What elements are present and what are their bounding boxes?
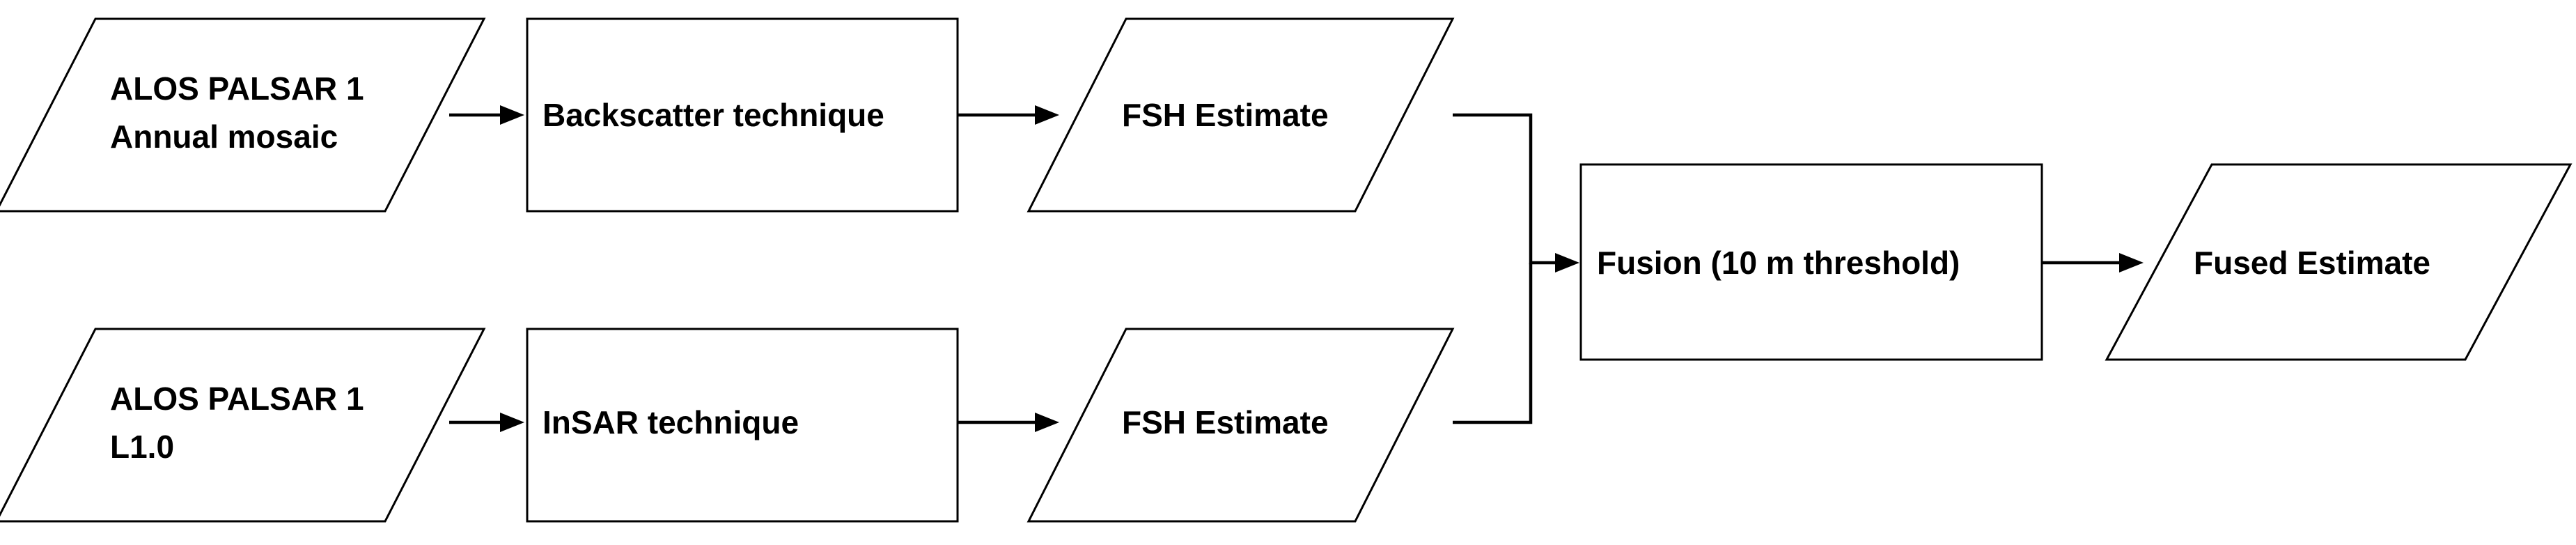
- edge-fsh-top-to-fusion: [1453, 113, 1556, 265]
- edge-fsh-bottom-to-fusion: [1453, 263, 1533, 424]
- node-fused-estimate: Fused Estimate: [2105, 163, 2573, 361]
- node-label-line: FSH Estimate: [1122, 97, 1329, 133]
- node-label-line: Backscatter technique: [542, 97, 884, 133]
- arrowhead-icon: [1555, 253, 1579, 272]
- node-input-annual-mosaic: ALOS PALSAR 1 Annual mosaic: [0, 17, 486, 213]
- arrowhead-icon: [1035, 413, 1059, 432]
- rectangle-shape: [526, 17, 959, 213]
- node-insar-technique: InSAR technique: [526, 328, 959, 523]
- node-label-line: Annual mosaic: [110, 118, 338, 155]
- arrowhead-icon: [2119, 253, 2144, 272]
- node-label-line: ALOS PALSAR 1: [110, 70, 364, 107]
- parallelogram-shape: [1027, 17, 1455, 213]
- node-backscatter-technique: Backscatter technique: [526, 17, 959, 213]
- parallelogram-shape: [1027, 328, 1455, 523]
- connectors: [449, 105, 2144, 432]
- node-label-line: FSH Estimate: [1122, 404, 1329, 440]
- parallelogram-shape: [0, 328, 486, 523]
- node-label-line: Fused Estimate: [2194, 245, 2430, 281]
- node-label-line: ALOS PALSAR 1: [110, 381, 364, 417]
- node-fsh-estimate-bottom: FSH Estimate: [1027, 328, 1455, 523]
- node-label-line: Fusion (10 m threshold): [1597, 245, 1960, 281]
- node-fsh-estimate-top: FSH Estimate: [1027, 17, 1455, 213]
- parallelogram-shape: [2105, 163, 2573, 361]
- node-fusion: Fusion (10 m threshold): [1579, 163, 2043, 361]
- node-label-line: L1.0: [110, 429, 174, 465]
- node-input-l10: ALOS PALSAR 1 L1.0: [0, 328, 486, 523]
- rectangle-shape: [526, 328, 959, 523]
- arrowhead-icon: [500, 105, 524, 125]
- rectangle-shape: [1579, 163, 2043, 361]
- arrowhead-icon: [1035, 105, 1059, 125]
- node-label-line: InSAR technique: [542, 404, 799, 440]
- parallelogram-shape: [0, 17, 486, 213]
- arrowhead-icon: [500, 413, 524, 432]
